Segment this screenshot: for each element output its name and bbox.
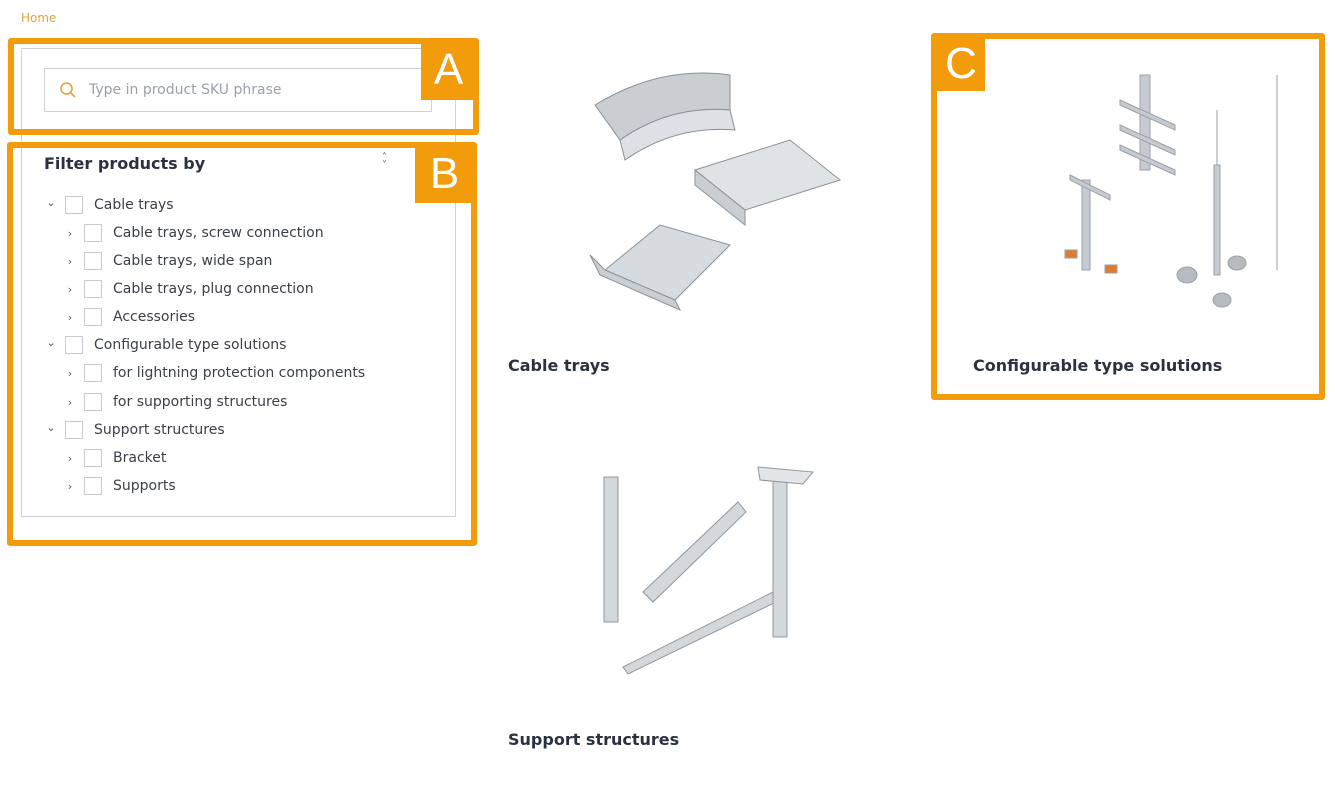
tree-item[interactable]: › Cable trays, wide span — [63, 250, 272, 272]
cable-trays-image — [589, 72, 842, 312]
checkbox[interactable] — [84, 477, 102, 495]
filter-panel — [21, 48, 456, 517]
tree-item-label: for supporting structures — [113, 394, 288, 410]
tree-item-label: for lightning protection components — [113, 365, 366, 381]
checkbox[interactable] — [65, 421, 83, 439]
chevron-right-icon[interactable]: › — [67, 366, 73, 380]
tree-item[interactable]: › Cable trays, plug connection — [63, 278, 314, 300]
tree-item-label: Supports — [113, 478, 176, 494]
tree-item[interactable]: › Accessories — [63, 306, 195, 328]
tree-item[interactable]: › Bracket — [63, 447, 166, 469]
chevron-right-icon[interactable]: › — [67, 310, 73, 324]
tree-item-label: Bracket — [113, 450, 167, 466]
tree-item[interactable]: › for lightning protection components — [63, 362, 365, 384]
checkbox[interactable] — [65, 196, 83, 214]
annotation-label-a: A — [421, 40, 476, 100]
tree-item-label: Support structures — [94, 422, 225, 438]
tree-item[interactable]: › Cable trays, screw connection — [63, 222, 324, 244]
checkbox[interactable] — [84, 224, 102, 242]
tree-item-label: Cable trays, wide span — [113, 253, 273, 269]
tree-item[interactable]: ⌄ Configurable type solutions — [44, 334, 286, 356]
tree-item-label: Cable trays — [94, 197, 174, 213]
tree-item[interactable]: ⌄ Support structures — [44, 419, 225, 441]
chevron-right-icon[interactable]: › — [67, 226, 73, 240]
checkbox[interactable] — [84, 364, 102, 382]
chevron-down-icon[interactable]: ⌄ — [46, 420, 56, 434]
chevron-right-icon[interactable]: › — [67, 395, 73, 409]
support-structures-image — [603, 466, 814, 675]
product-card-cable-trays[interactable] — [580, 60, 870, 320]
collapse-toggle-icon[interactable]: ˄˅ — [382, 152, 387, 171]
product-card-support-structures[interactable] — [598, 462, 818, 677]
checkbox[interactable] — [84, 393, 102, 411]
checkbox[interactable] — [84, 449, 102, 467]
tree-item[interactable]: › Supports — [63, 475, 176, 497]
chevron-down-icon[interactable]: ⌄ — [46, 195, 56, 209]
checkbox[interactable] — [84, 280, 102, 298]
chevron-right-icon[interactable]: › — [67, 479, 73, 493]
tree-item-label: Accessories — [113, 309, 196, 325]
tree-item-label: Cable trays, plug connection — [113, 281, 314, 297]
annotation-box-c — [931, 33, 1325, 400]
breadcrumb-home[interactable]: Home — [21, 11, 57, 25]
chevron-right-icon[interactable]: › — [67, 451, 73, 465]
chevron-right-icon[interactable]: › — [67, 254, 73, 268]
chevron-right-icon[interactable]: › — [67, 282, 73, 296]
annotation-box-a — [8, 38, 479, 135]
checkbox[interactable] — [65, 336, 83, 354]
sku-search-input[interactable] — [89, 82, 389, 98]
checkbox[interactable] — [84, 308, 102, 326]
tree-item-label: Cable trays, screw connection — [113, 225, 324, 241]
annotation-box-b — [7, 142, 477, 546]
search-icon — [60, 82, 76, 98]
chevron-down-icon[interactable]: ⌄ — [46, 335, 56, 349]
filter-title: Filter products by — [44, 154, 206, 173]
annotation-label-c: C — [937, 37, 985, 91]
checkbox[interactable] — [84, 252, 102, 270]
annotation-label-b: B — [415, 144, 474, 203]
tree-item[interactable]: › for supporting structures — [63, 391, 287, 413]
product-title-support-structures[interactable]: Support structures — [508, 730, 680, 749]
product-title-cable-trays[interactable]: Cable trays — [508, 356, 610, 375]
tree-item-label: Configurable type solutions — [94, 337, 287, 353]
product-card-configurable[interactable] — [1055, 70, 1295, 315]
configurable-solutions-image — [1064, 74, 1278, 308]
tree-item[interactable]: ⌄ Cable trays — [44, 194, 174, 216]
product-title-configurable[interactable]: Configurable type solutions — [973, 356, 1223, 375]
